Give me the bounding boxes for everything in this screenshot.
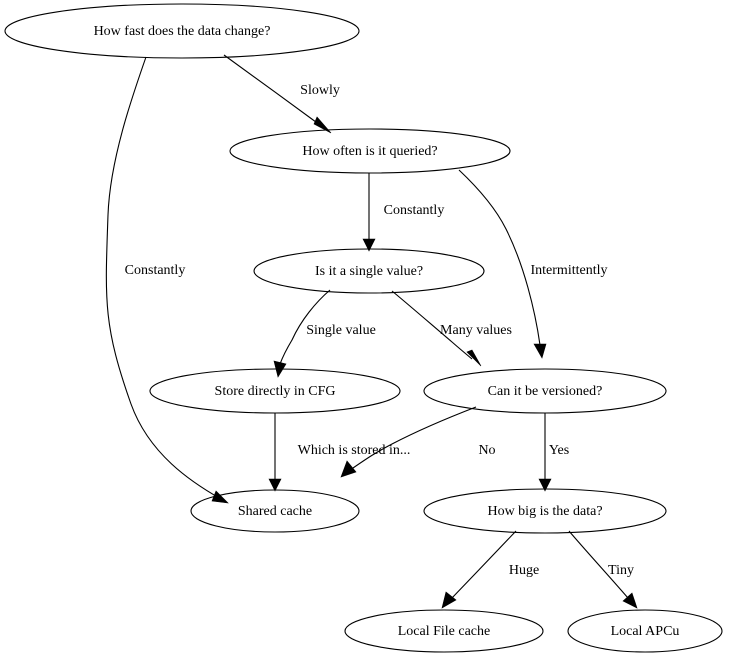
edge-label: Huge xyxy=(509,563,539,578)
edge-label: Constantly xyxy=(125,263,186,278)
edge-line xyxy=(450,530,517,600)
edge-line xyxy=(568,530,629,599)
node-label: Store directly in CFG xyxy=(215,384,336,399)
edge-e_many_values: Many values xyxy=(391,290,512,367)
node-label: How often is it queried? xyxy=(302,144,437,159)
edge-e_single_value: Single value xyxy=(273,289,376,378)
edge-e_stored_in: Which is stored in... xyxy=(268,413,411,492)
arrowhead-icon xyxy=(441,591,457,609)
node-ellipse xyxy=(344,609,544,653)
edge-label: Single value xyxy=(306,323,376,338)
edge-e_often_constantly: Constantly xyxy=(362,173,445,252)
edge-e_versioned_no: No xyxy=(340,406,496,478)
edge-line xyxy=(105,56,222,500)
edge-label: Constantly xyxy=(384,203,445,218)
node-label: How big is the data? xyxy=(487,504,602,519)
edge-e_fast_constantly: Constantly xyxy=(105,56,229,504)
node-local_apcu[interactable]: Local APCu xyxy=(567,609,723,653)
node-ellipse xyxy=(253,248,485,294)
node-label: Is it a single value? xyxy=(315,264,423,279)
edge-e_fast_slowly: Slowly xyxy=(223,54,340,134)
node-label: Shared cache xyxy=(238,504,312,519)
node-label: Can it be versioned? xyxy=(488,384,603,399)
arrowhead-icon xyxy=(533,343,547,359)
edge-line xyxy=(391,290,473,360)
edge-line xyxy=(223,54,321,126)
edge-line xyxy=(458,169,541,346)
edge-label: Which is stored in... xyxy=(298,443,411,458)
edge-label: Intermittently xyxy=(531,263,608,278)
edge-label: Many values xyxy=(440,323,512,338)
node-ellipse xyxy=(567,609,723,653)
arrowhead-icon xyxy=(313,116,332,134)
edges-layer: ConstantlySlowlyConstantlyIntermittently… xyxy=(105,54,638,609)
edge-e_often_intermittently: Intermittently xyxy=(458,169,608,359)
edge-line xyxy=(352,406,477,469)
arrowhead-icon xyxy=(362,238,376,252)
node-ellipse xyxy=(190,489,360,533)
node-how_often[interactable]: How often is it queried? xyxy=(229,128,511,174)
arrowhead-icon xyxy=(622,592,638,609)
edge-e_versioned_yes: Yes xyxy=(538,413,569,492)
edge-label: Yes xyxy=(549,443,569,458)
node-versioned[interactable]: Can it be versioned? xyxy=(423,368,667,414)
node-store_cfg[interactable]: Store directly in CFG xyxy=(149,368,401,414)
edge-e_big_huge: Huge xyxy=(441,530,539,609)
node-ellipse xyxy=(423,488,667,534)
edge-label: Tiny xyxy=(608,563,634,578)
arrowhead-icon xyxy=(340,460,357,478)
node-ellipse xyxy=(229,128,511,174)
edge-label: Slowly xyxy=(300,83,340,98)
node-single_value[interactable]: Is it a single value? xyxy=(253,248,485,294)
node-shared_cache[interactable]: Shared cache xyxy=(190,489,360,533)
node-label: Local File cache xyxy=(398,624,491,639)
nodes-layer: How fast does the data change? How often … xyxy=(4,3,723,653)
arrowhead-icon xyxy=(268,478,282,492)
arrowhead-icon xyxy=(466,349,482,367)
edge-e_big_tiny: Tiny xyxy=(568,530,638,609)
node-label: Local APCu xyxy=(611,624,680,639)
node-how_big[interactable]: How big is the data? xyxy=(423,488,667,534)
node-local_file[interactable]: Local File cache xyxy=(344,609,544,653)
node-ellipse xyxy=(423,368,667,414)
node-ellipse xyxy=(149,368,401,414)
edge-label: No xyxy=(478,443,495,458)
node-ellipse xyxy=(4,3,360,59)
arrowhead-icon xyxy=(538,478,552,492)
node-how_fast[interactable]: How fast does the data change? xyxy=(4,3,360,59)
edge-line xyxy=(279,289,331,365)
node-label: How fast does the data change? xyxy=(94,24,271,39)
